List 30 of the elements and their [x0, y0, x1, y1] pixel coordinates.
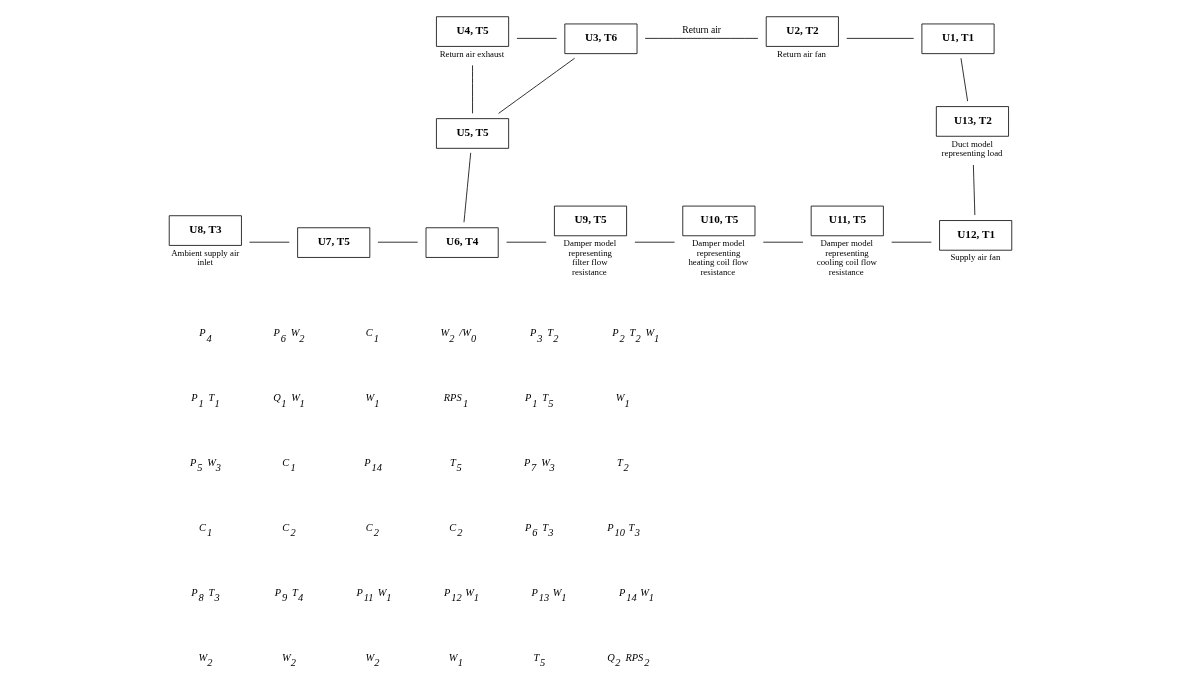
connector — [644, 38, 758, 39]
connector — [463, 152, 471, 223]
node-box: U4, T5 — [435, 16, 509, 47]
node-label: Return air exhaust — [439, 48, 504, 59]
node-label: Duct model representing load — [941, 138, 1002, 159]
node-box: U1, T1 — [921, 23, 994, 55]
node-label: Return air fan — [776, 48, 826, 59]
node-box: U10, T5 — [681, 205, 755, 237]
connector — [516, 38, 557, 39]
node-box: U9, T5 — [553, 205, 627, 237]
node-box: U3, T6 — [563, 23, 637, 55]
node-box: U12, T1 — [938, 220, 1012, 251]
connector — [972, 164, 975, 216]
node-box: U2, T2 — [765, 16, 839, 47]
node-box: U5, T5 — [435, 118, 509, 149]
connector — [471, 64, 473, 114]
connector — [960, 57, 968, 102]
node-label: Supply air fan — [949, 252, 1000, 263]
node-box: U6, T4 — [425, 227, 499, 258]
connector — [845, 38, 914, 39]
edge-label: Return air — [681, 24, 721, 36]
node-box: U11, T5 — [810, 205, 884, 237]
node-label: Damper model representing heating coil flow resistance — [687, 238, 748, 277]
node-label: Damper model representing filter flow resistance — [563, 238, 616, 277]
connector — [497, 57, 575, 114]
node-box: U13, T2 — [935, 106, 1009, 137]
node-label: Damper model representing cooling coil flow resistance — [816, 238, 877, 277]
node-box: U7, T5 — [296, 227, 370, 258]
node-box: U8, T3 — [168, 215, 242, 246]
node-label: Ambient supply air inlet — [170, 247, 239, 268]
